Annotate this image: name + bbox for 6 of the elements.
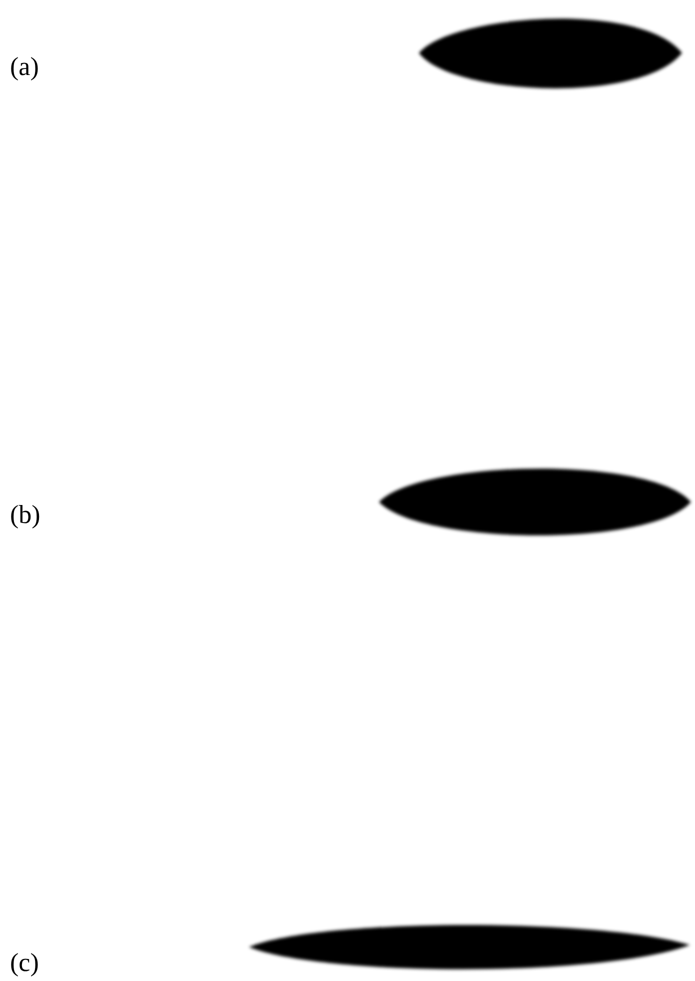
lens-shape <box>249 925 690 970</box>
panel-label: (a) <box>10 52 39 82</box>
lens-shape <box>419 18 682 88</box>
panel-label: (b) <box>10 500 40 530</box>
lens-shape <box>379 468 691 536</box>
panel-label: (c) <box>10 948 39 978</box>
